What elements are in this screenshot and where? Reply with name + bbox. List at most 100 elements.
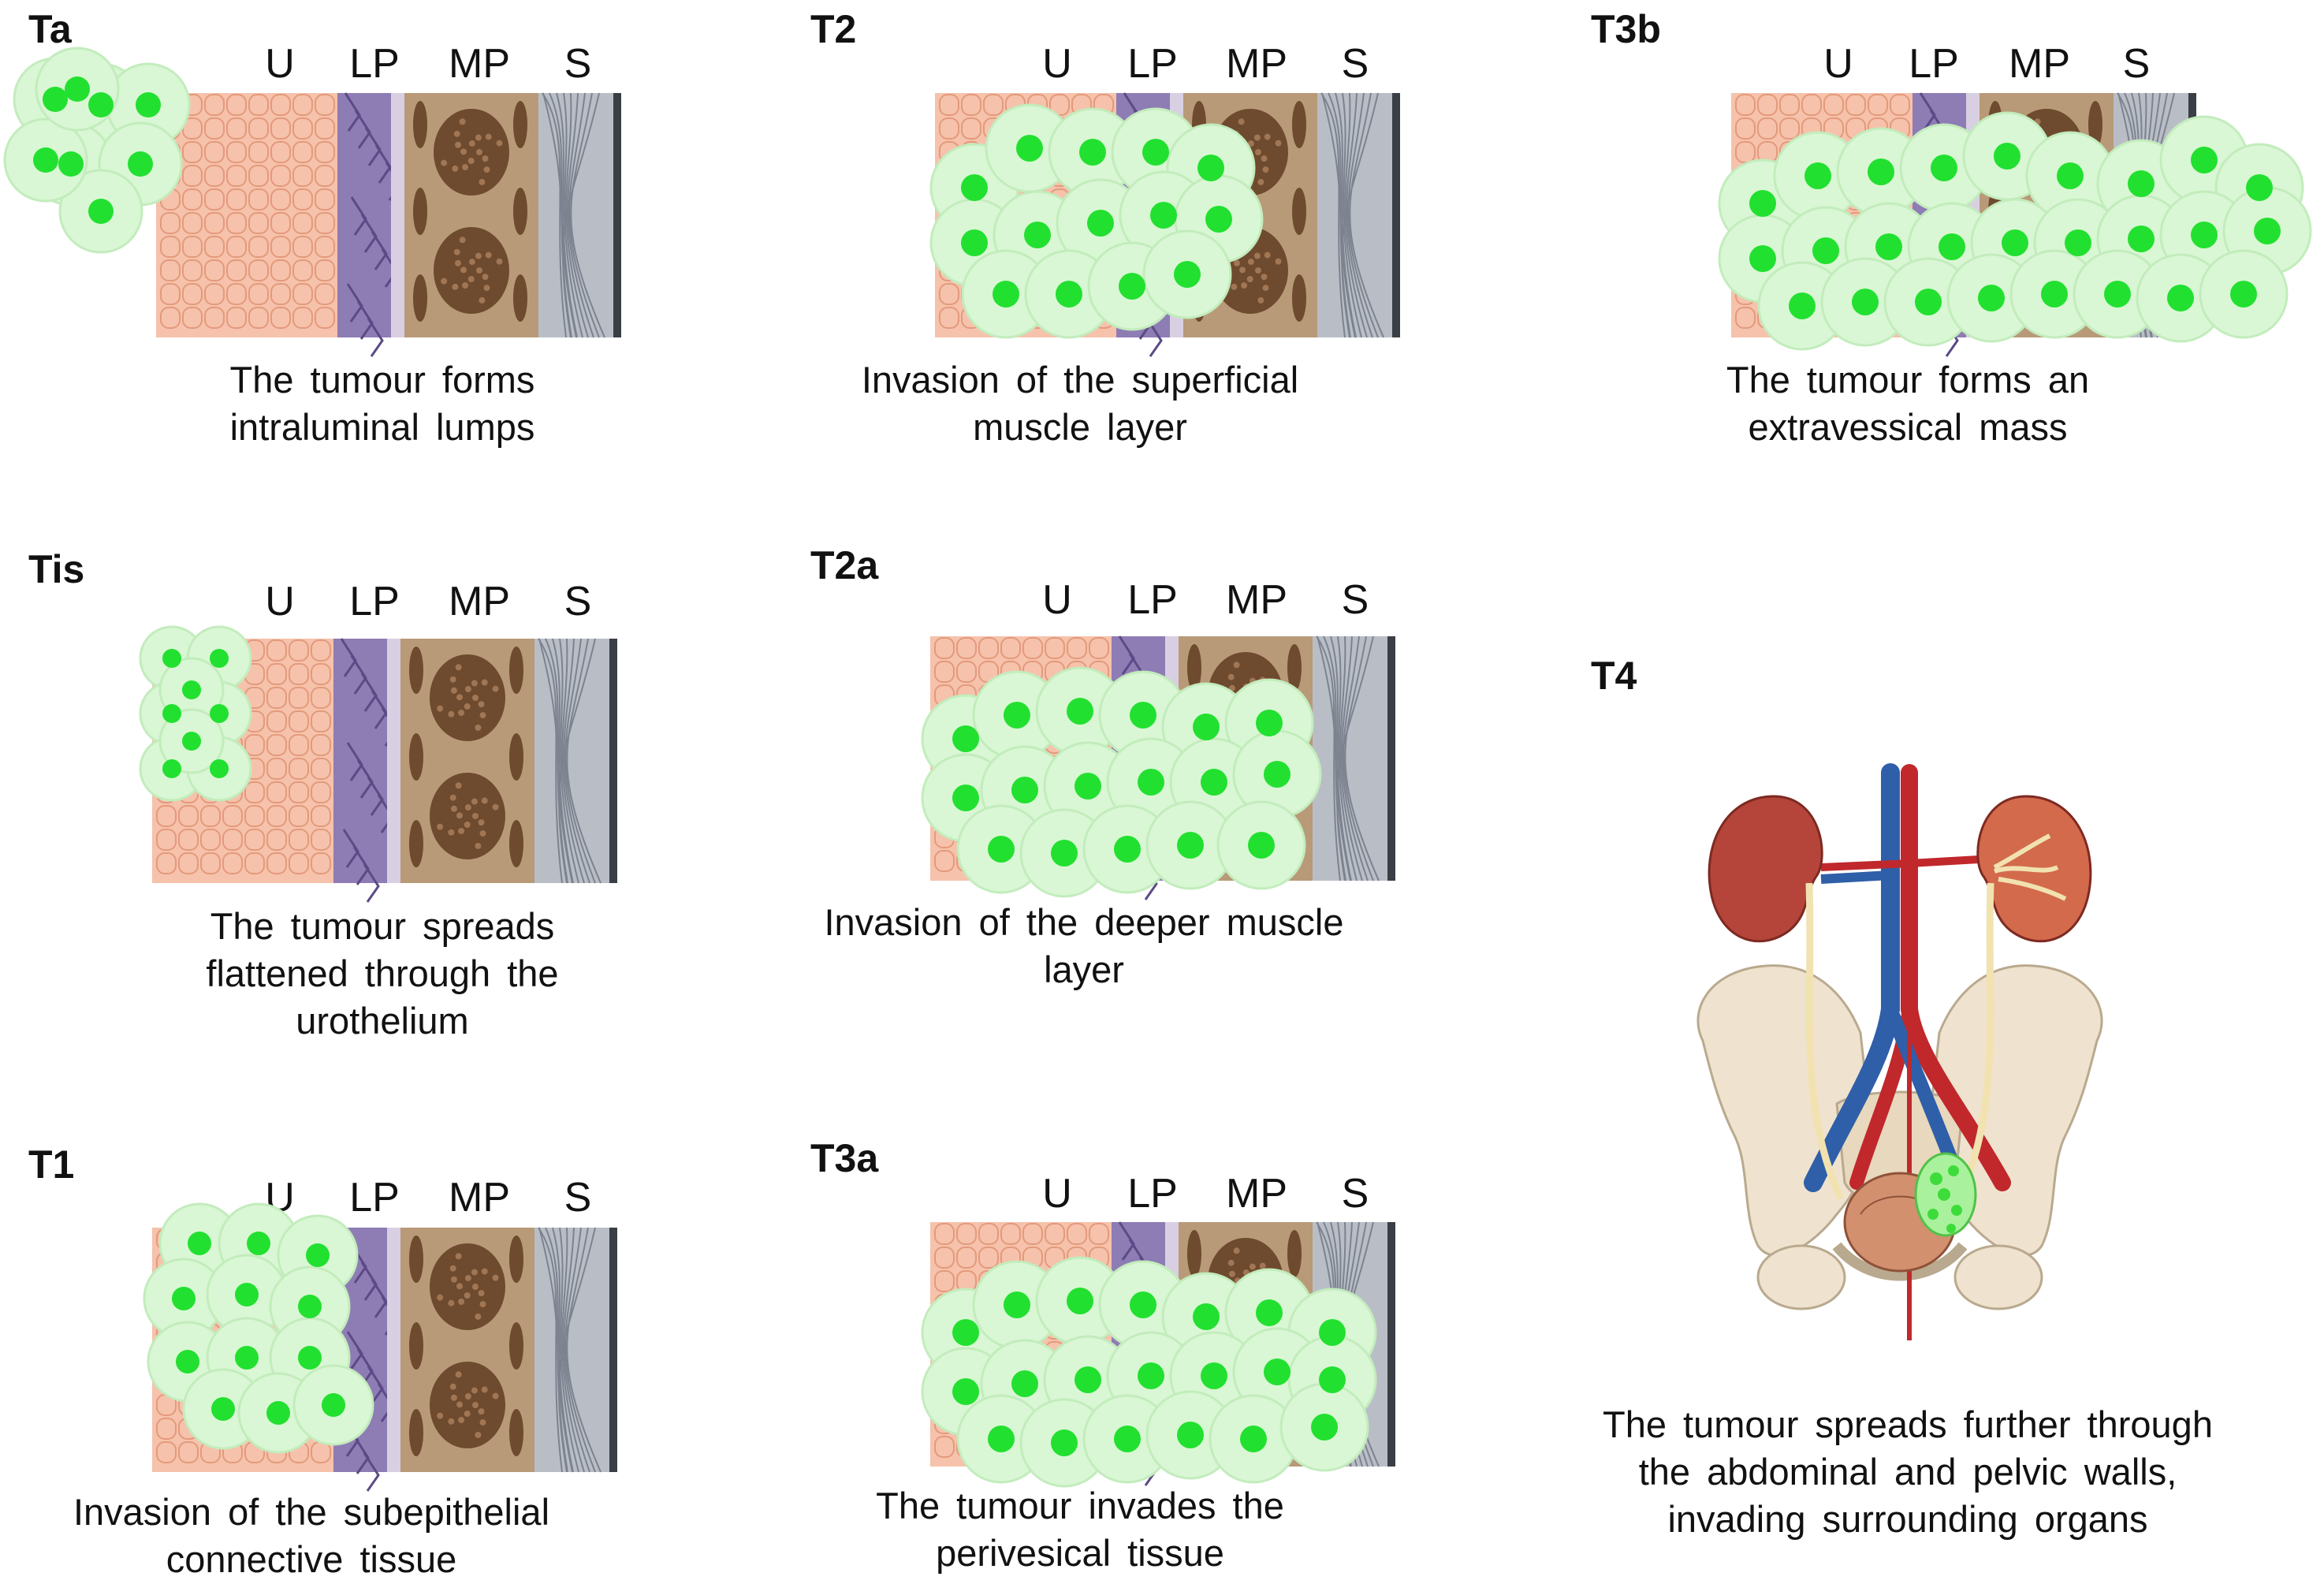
tumour-cells	[143, 1202, 374, 1454]
serosa-layer	[1317, 92, 1400, 338]
tumour-cell-nucleus	[1978, 285, 2005, 311]
layer-label-lp: LP	[349, 579, 400, 624]
layer-label-s: S	[1341, 1171, 1369, 1217]
panel-T2: T2 U LP MP S Invasion of the superficial…	[773, 0, 1482, 489]
tumour-cell-nucleus	[235, 1283, 259, 1306]
layer-label-s: S	[564, 579, 592, 624]
tumour-cell-nucleus	[128, 151, 153, 177]
tumour-cell-nucleus	[1931, 155, 1957, 181]
tumour-cell-nucleus	[1074, 773, 1101, 799]
layer-label-mp: MP	[1226, 1171, 1287, 1217]
wall-layers	[143, 1202, 617, 1492]
tumour-cell-nucleus	[1114, 1426, 1141, 1452]
tumour-cell-nucleus	[65, 76, 90, 102]
tumour-cell-nucleus	[1256, 1299, 1283, 1326]
layer-label-u: U	[1042, 577, 1072, 623]
tumour-cell-nucleus	[1130, 1291, 1156, 1318]
serosa-layer	[1313, 635, 1395, 881]
layer-label-lp: LP	[1127, 577, 1178, 623]
caption-line: extravessical mass	[1748, 406, 2068, 448]
tumour-cell-nucleus	[182, 732, 201, 751]
bladder-wall-diagram	[3, 47, 621, 357]
tumour-cell-nucleus	[88, 92, 114, 117]
panel-T3a: T3a U LP MP S The tumour invades the per…	[773, 1120, 1482, 1584]
layer-label-lp: LP	[1127, 41, 1178, 87]
urinary-system-illustration	[1696, 763, 2103, 1340]
tumour-cell-nucleus	[993, 281, 1019, 307]
layer-label-u: U	[1823, 41, 1853, 87]
caption: Invasion of the subepithelial connective…	[32, 1489, 591, 1583]
caption-line: invading surrounding organs	[1667, 1498, 2148, 1540]
tumour-cell-nucleus	[1915, 289, 1942, 315]
caption: The tumour spreads further through the a…	[1561, 1401, 2255, 1543]
muscularis-propria-layer	[400, 639, 534, 883]
stage-label: T3b	[1591, 7, 1661, 51]
layer-label-lp: LP	[349, 1175, 400, 1221]
caption-line: The tumour spreads further through	[1603, 1403, 2213, 1445]
layer-label-lp: LP	[1127, 1171, 1178, 1217]
caption-line: muscle layer	[973, 406, 1187, 448]
caption: Invasion of the deeper muscle layer	[808, 899, 1360, 993]
caption-line: flattened through the	[206, 952, 559, 994]
tumour-cell-nucleus	[1201, 1362, 1227, 1389]
tumour-cell-nucleus	[136, 92, 161, 117]
tumour-cell-nucleus	[210, 759, 229, 778]
caption-line: The tumour forms an	[1726, 359, 2090, 401]
bladder-wall-diagram	[921, 1221, 1395, 1488]
tumour-cell-nucleus	[1319, 1319, 1346, 1346]
caption: The tumour invades the perivesical tissu…	[832, 1482, 1328, 1577]
muscularis-propria-layer	[400, 1228, 534, 1472]
tumour-cell-nucleus	[952, 725, 979, 752]
tumour-cells	[1718, 111, 2312, 351]
tumour-cell-nucleus	[2041, 281, 2068, 307]
tumour-cell-nucleus	[2167, 285, 2194, 311]
caption-line: urothelium	[296, 1000, 469, 1042]
stage-label: T4	[1591, 654, 1637, 698]
layer-label-mp: MP	[449, 41, 510, 87]
panel-T4: T4	[1545, 615, 2324, 1584]
tumour-cell-nucleus	[1174, 261, 1201, 288]
tumour-cell-nucleus	[1197, 155, 1224, 181]
layer-label-s: S	[564, 41, 592, 87]
tumour-cell-nucleus	[1311, 1414, 1338, 1441]
layer-label-s: S	[2122, 41, 2151, 87]
tumour-cell-nucleus	[1056, 281, 1082, 307]
tumour-cell-nucleus	[188, 1232, 211, 1255]
tumour-cell-nucleus	[2065, 229, 2091, 256]
urothelium-layer	[156, 93, 337, 337]
tumour-cell-nucleus	[1011, 1370, 1038, 1397]
layer-label-mp: MP	[449, 1175, 510, 1221]
tumour-cell-nucleus	[266, 1401, 290, 1425]
bladder-wall-diagram	[139, 625, 617, 903]
tumour-cell-nucleus	[2002, 229, 2028, 256]
tumour-cell-nucleus	[322, 1393, 345, 1417]
tumour-cell-nucleus	[1939, 233, 1965, 260]
tumour-cell-nucleus	[1264, 761, 1290, 788]
tumour-cell-nucleus	[1868, 158, 1894, 185]
tumour-cell-nucleus	[1004, 702, 1030, 729]
layer-label-s: S	[1341, 41, 1369, 87]
layer-label-mp: MP	[449, 579, 510, 624]
layer-label-u: U	[265, 41, 295, 87]
bladder-wall-diagram	[929, 92, 1400, 357]
tumour-cell-nucleus	[1994, 143, 2020, 170]
tumour-cells	[921, 1256, 1377, 1488]
serosa-layer	[534, 638, 617, 884]
tumour-cell-nucleus	[2230, 281, 2257, 307]
tumour-cell-nucleus	[247, 1232, 270, 1255]
tumour-cell-nucleus	[961, 229, 988, 256]
tumour-cell-nucleus	[1142, 139, 1169, 166]
stage-label: Ta	[28, 7, 72, 51]
panel-T3b: T3b U LP MP S The tumour forms an extrav…	[1545, 0, 2324, 489]
layer-label-u: U	[1042, 1171, 1072, 1217]
tumour-cell-nucleus	[2104, 281, 2131, 307]
caption: The tumour spreads flattened through the…	[154, 903, 611, 1045]
layer-label-mp: MP	[1226, 577, 1287, 623]
tumour-cell-nucleus	[1004, 1291, 1030, 1318]
tumour-cell-nucleus	[1749, 190, 1776, 217]
tumour-cell-nucleus	[1051, 840, 1078, 867]
tumour-cell-nucleus	[1067, 698, 1093, 725]
caption-line: Invasion of the deeper muscle	[824, 901, 1344, 943]
tumour-cell-nucleus	[1789, 293, 1816, 319]
tumour-cell-nucleus	[1150, 202, 1177, 229]
